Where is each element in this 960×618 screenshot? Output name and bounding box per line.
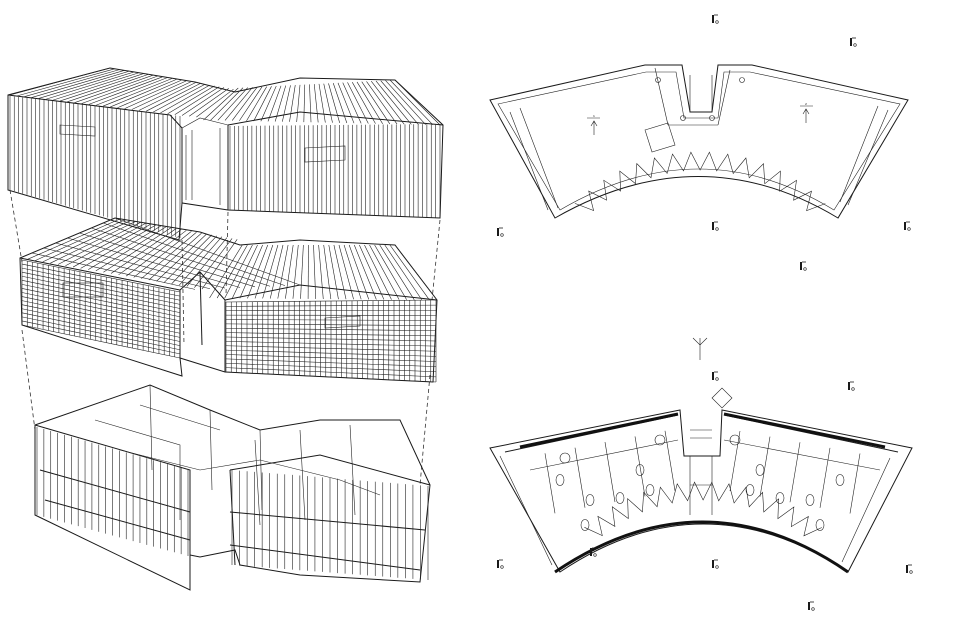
stall-partition (820, 448, 830, 508)
section-marker (904, 222, 910, 230)
roof-rib (290, 85, 296, 122)
room-tag-label: 2 (805, 102, 807, 106)
toilet-fixture (586, 495, 594, 506)
room-tag-left: 1 (587, 114, 600, 135)
toilet-fixture (646, 485, 654, 496)
toilet-fixture (616, 493, 624, 504)
roof-rib (211, 88, 243, 120)
sink-fixture (560, 453, 570, 463)
iso-wall-cladding (20, 218, 437, 382)
roof-joist (319, 245, 324, 299)
section-marker (850, 38, 856, 46)
roof-joist (390, 245, 430, 300)
roof-joist (293, 245, 298, 299)
roof-joist (225, 245, 253, 298)
section-marker (808, 602, 814, 610)
roof-rib (282, 85, 290, 121)
roof-rib (261, 86, 276, 121)
roof-joist (334, 245, 346, 299)
section-marker (497, 228, 503, 236)
roof-rib (53, 73, 139, 100)
section-marker (712, 560, 718, 568)
stall-partition (545, 453, 555, 513)
ground-floor-plan (490, 338, 912, 572)
roof-rib (333, 83, 347, 123)
roof-rib (371, 81, 404, 124)
roof-joist (217, 245, 247, 298)
stall-partition (605, 442, 615, 502)
iso-roof-cladding (8, 68, 443, 240)
section-marker (906, 565, 912, 573)
roof-joist (364, 245, 391, 300)
lower-wall (530, 440, 678, 470)
roof-joist (370, 245, 400, 300)
roof-rib (319, 84, 325, 123)
roof-rib (139, 83, 196, 111)
roof-rib (324, 84, 333, 123)
roof-joist (270, 245, 283, 299)
roof-rib (310, 84, 312, 122)
roof-rib (304, 85, 305, 123)
roof-rib (24, 70, 119, 97)
toilet-fixture (556, 475, 564, 486)
iso-timber-frame (35, 385, 430, 590)
toilet-fixture (806, 495, 814, 506)
stall-partition (665, 431, 675, 491)
roof-joist (329, 245, 339, 299)
roof-rib (46, 72, 134, 99)
stall-partition (790, 442, 800, 502)
roof-joist (314, 245, 316, 299)
room-tag-label: 1 (593, 114, 595, 118)
roof-joist (240, 245, 263, 298)
toilet-fixture (836, 475, 844, 486)
section-marker (497, 560, 503, 568)
roof-joist (324, 245, 331, 299)
roof-joist (339, 245, 354, 299)
roof-joist (43, 221, 131, 262)
room-tag-right: 2 (800, 102, 813, 123)
toilet-fixture (816, 520, 824, 531)
roof-joist (359, 245, 384, 300)
section-marker (848, 382, 854, 390)
roof-rib (395, 80, 440, 125)
section-marker (712, 372, 718, 380)
stall-partition (635, 436, 645, 496)
roof-rib (275, 86, 286, 122)
roof-rib (390, 80, 433, 125)
stall-partition (850, 454, 860, 514)
roof-rib (338, 83, 354, 123)
stall-partition (760, 437, 770, 497)
roof-rib (314, 84, 318, 122)
roof-rib (146, 83, 200, 111)
section-marker (712, 222, 718, 230)
stall-partition (575, 448, 585, 508)
roof-joist (380, 245, 415, 300)
roof-joist (58, 222, 141, 264)
roof-rib (297, 85, 300, 122)
roof-joist (301, 245, 304, 299)
roof-joist (28, 219, 121, 259)
section-marker (800, 262, 806, 270)
roof-purlin (56, 243, 225, 288)
toilet-fixture (756, 465, 764, 476)
roof-rib (239, 87, 262, 121)
roof-rib (153, 84, 205, 112)
lower-wall (724, 440, 880, 470)
upper-floor-plan: 1 2 (490, 65, 908, 218)
section-marker (712, 15, 718, 23)
roof-rib (329, 83, 340, 122)
stall-partition (730, 431, 740, 491)
toilet-fixture (776, 493, 784, 504)
